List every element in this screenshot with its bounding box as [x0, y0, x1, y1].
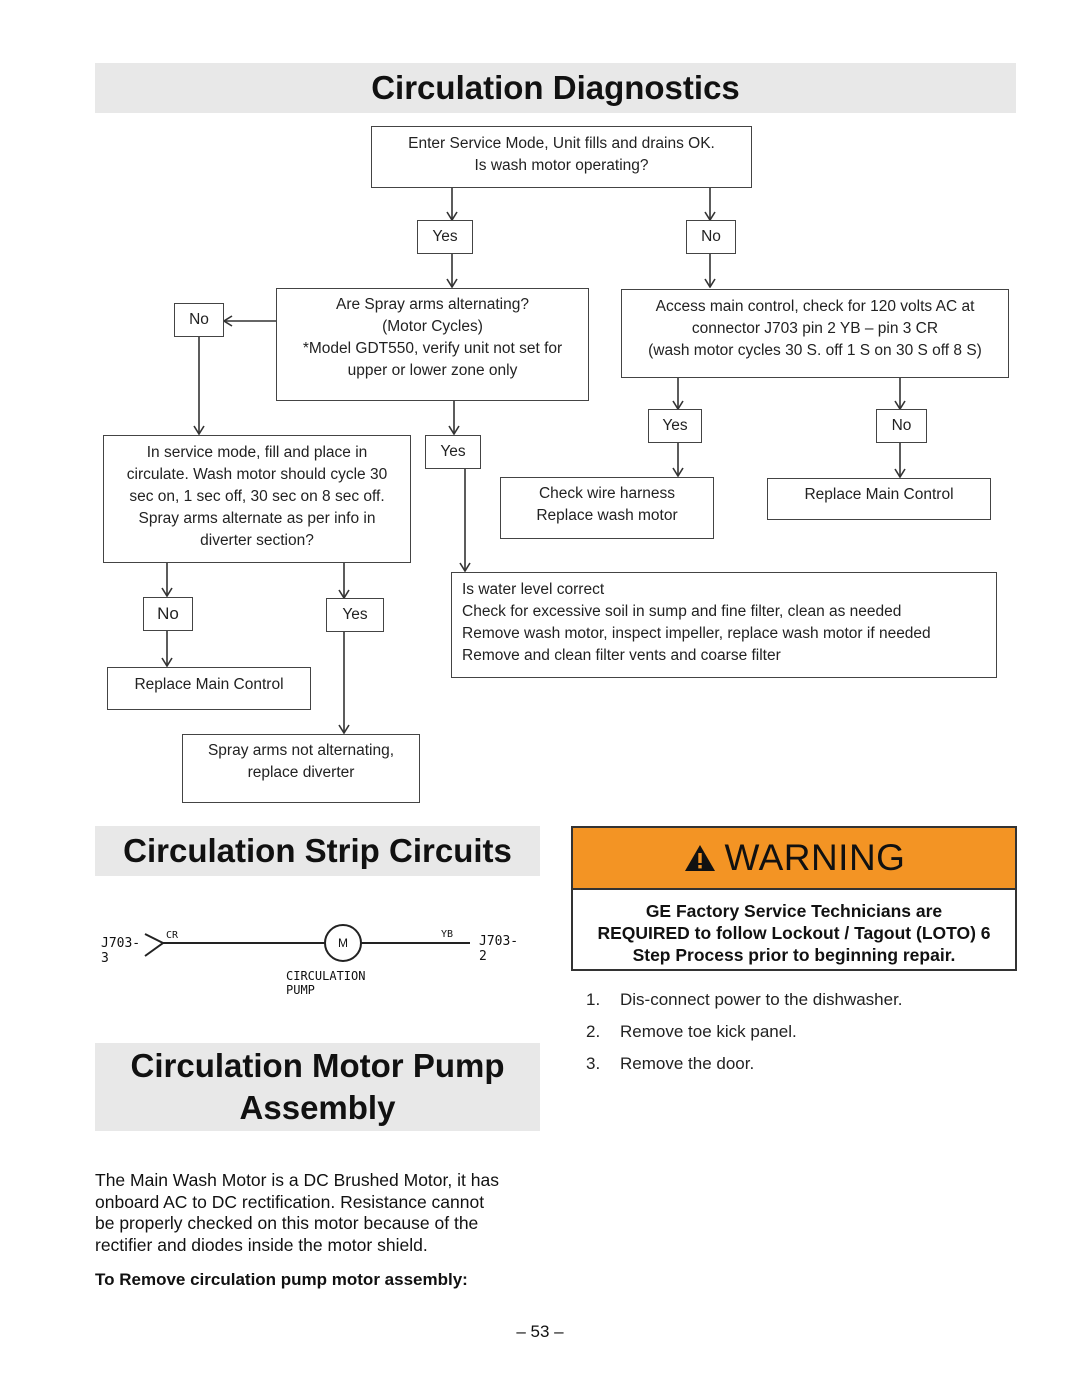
- no-label-access: No: [876, 409, 927, 443]
- right-wire-label: YB: [441, 929, 454, 940]
- yes-label-spray: Yes: [425, 435, 481, 469]
- list-item: 1. Dis-connect power to the dishwasher.: [586, 990, 903, 1009]
- list-item: 3. Remove the door.: [586, 1054, 755, 1073]
- replace-main-control-right-box: Replace Main Control: [767, 478, 991, 520]
- water-level-box: Is water level correct Check for excessi…: [451, 572, 997, 678]
- start-box: Enter Service Mode, Unit fills and drain…: [371, 126, 752, 188]
- no-label-1: No: [686, 220, 736, 254]
- right-terminal-label: J703-2: [479, 934, 519, 964]
- spray-arms-not-alternating-box: Spray arms not alternating, replace dive…: [182, 734, 420, 803]
- check-wire-harness-box: Check wire harness Replace wash motor: [500, 477, 714, 539]
- service-mode-box: In service mode, fill and place in circu…: [103, 435, 411, 563]
- left-wire-label: CR: [166, 930, 179, 941]
- circulation-pump-label: CIRCULATION PUMP: [286, 969, 366, 997]
- yes-label-1: Yes: [417, 220, 473, 254]
- warning-header: WARNING: [573, 828, 1015, 890]
- steps-list: 1. Dis-connect power to the dishwasher. …: [586, 984, 903, 1080]
- warning-title: WARNING: [724, 837, 906, 878]
- list-item: 2. Remove toe kick panel.: [586, 1022, 797, 1041]
- flowchart-connectors: [0, 188, 1080, 820]
- no-label-service: No: [143, 597, 193, 631]
- diagnostics-title: Circulation Diagnostics: [95, 63, 1016, 113]
- replace-main-control-left-box: Replace Main Control: [107, 667, 311, 710]
- left-terminal-label: J703-3: [101, 936, 141, 966]
- motor-description-paragraph: The Main Wash Motor is a DC Brushed Moto…: [95, 1170, 499, 1255]
- remove-assembly-heading: To Remove circulation pump motor assembl…: [95, 1270, 468, 1289]
- warning-panel: WARNING GE Factory Service Technicians a…: [571, 826, 1017, 971]
- access-main-control-box: Access main control, check for 120 volts…: [621, 289, 1009, 378]
- warning-body: GE Factory Service Technicians are REQUI…: [597, 901, 991, 965]
- motor-symbol-label: M: [338, 936, 348, 950]
- yes-label-service: Yes: [326, 598, 384, 632]
- spray-arms-question-box: Are Spray arms alternating? (Motor Cycle…: [276, 288, 589, 401]
- strip-circuits-title: Circulation Strip Circuits: [95, 826, 540, 876]
- page-number: – 53 –: [516, 1322, 564, 1341]
- no-label-spray: No: [174, 303, 224, 337]
- yes-label-access: Yes: [648, 409, 702, 443]
- motor-pump-title: Circulation Motor Pump Assembly: [95, 1043, 540, 1131]
- warning-triangle-icon: [684, 845, 715, 871]
